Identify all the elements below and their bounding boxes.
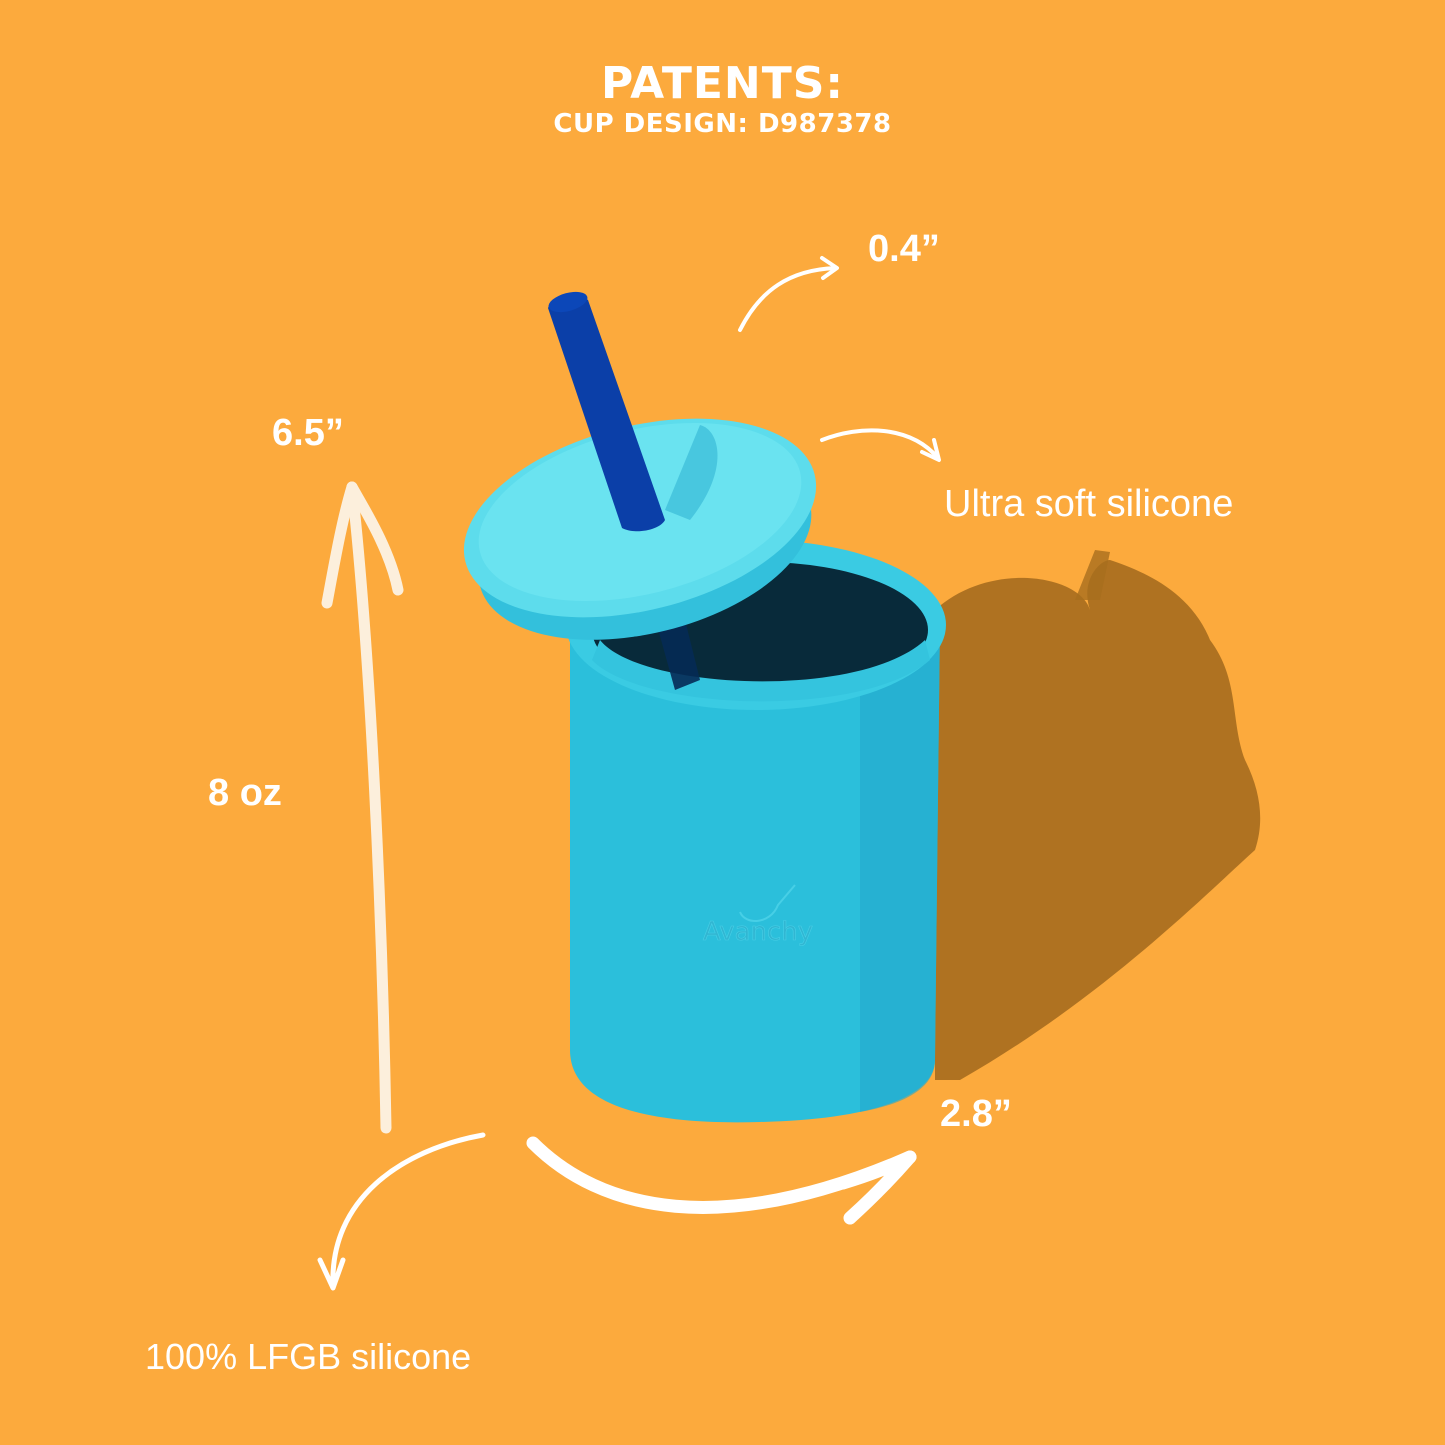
capacity-label: 8 oz	[208, 772, 282, 814]
arrow-height	[346, 481, 392, 1134]
patents-title: PATENTS:	[600, 58, 845, 109]
arrow-cup-material	[330, 1132, 486, 1288]
arrow-lid	[820, 428, 940, 460]
straw-diameter-label: 0.4”	[868, 228, 940, 270]
arrow-straw-diameter	[738, 266, 837, 332]
base-diameter-label: 2.8”	[940, 1093, 1012, 1135]
lid-material-label: Ultra soft silicone	[944, 483, 1234, 525]
straw	[548, 291, 665, 532]
height-label: 6.5”	[272, 412, 344, 454]
patent-number: CUP DESIGN: D987378	[553, 109, 892, 139]
cup-shadow	[935, 560, 1261, 1080]
cup-material-label: 100% LFGB silicone	[145, 1336, 472, 1377]
